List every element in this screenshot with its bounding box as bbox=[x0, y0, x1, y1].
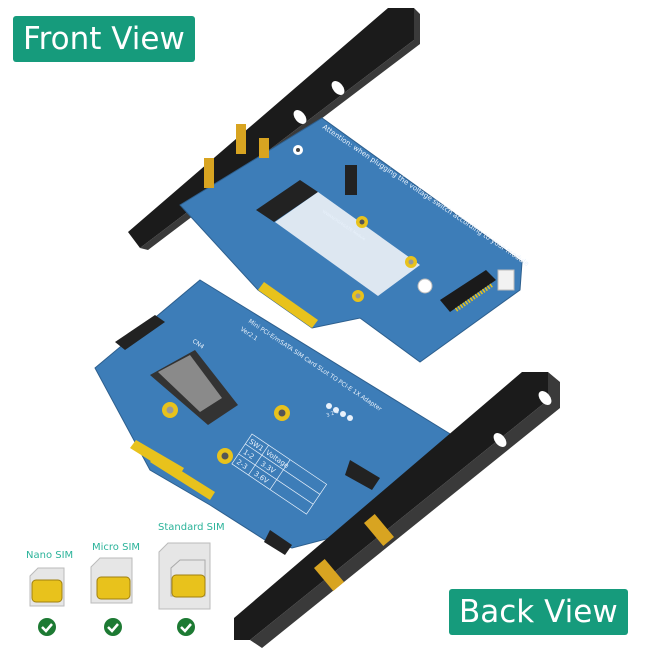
power-connector bbox=[497, 269, 515, 291]
check-icon bbox=[104, 618, 122, 636]
nano-sim-label: Nano SIM bbox=[26, 550, 74, 561]
led-indicators bbox=[326, 403, 353, 421]
back-view-label: Back View bbox=[449, 589, 628, 635]
led-numbers: 3 2 1 bbox=[326, 409, 340, 419]
check-icon bbox=[38, 618, 56, 636]
back-minipcie-slot bbox=[115, 315, 165, 350]
module-area bbox=[275, 192, 420, 296]
front-antenna-connectors bbox=[204, 124, 269, 188]
front-slot-connector bbox=[440, 270, 496, 312]
front-bracket bbox=[128, 8, 420, 250]
micro-sim-label: Micro SIM bbox=[92, 542, 141, 553]
check-icon bbox=[177, 618, 195, 636]
sim-standard bbox=[158, 542, 211, 636]
sim-micro bbox=[90, 557, 133, 636]
front-view-label: Front View bbox=[13, 16, 195, 62]
back-antenna-connectors bbox=[313, 514, 395, 591]
sim-nano bbox=[29, 567, 65, 636]
pcie-edge-connector bbox=[258, 282, 318, 328]
standard-sim-label: Standard SIM bbox=[158, 522, 225, 533]
voltage-switch bbox=[345, 165, 357, 195]
back-bracket bbox=[234, 372, 560, 648]
minipcie-slot bbox=[256, 180, 318, 222]
